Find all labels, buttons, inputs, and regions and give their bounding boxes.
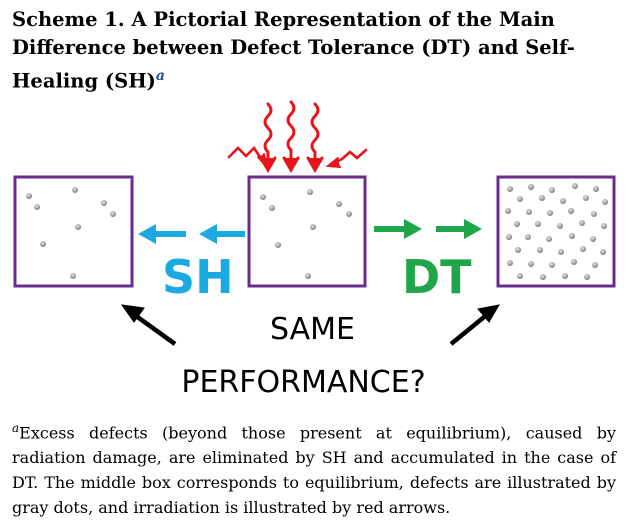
footnote-text: Excess defects (beyond those present at …	[12, 423, 616, 518]
irradiation-zigzag-arrow-left	[227, 145, 264, 162]
irradiation-wavy-arrow-3	[310, 102, 320, 162]
title-footnote-marker: a	[155, 68, 165, 84]
irradiation-wavy-arrow-1	[263, 102, 273, 162]
sh-box-defects	[26, 187, 116, 279]
sh-label: SH	[162, 250, 234, 304]
irradiation-arrows	[227, 100, 368, 173]
same-performance-arrows	[120, 304, 500, 346]
equilibrium-box-defects	[260, 189, 352, 279]
question-line-2: PERFORMANCE?	[181, 365, 426, 400]
dt-arrows	[374, 219, 482, 239]
sh-arrows	[138, 224, 245, 244]
irradiation-wavy-arrow-2	[286, 100, 296, 162]
equilibrium-box	[247, 175, 367, 288]
footnote-marker: a	[12, 421, 20, 435]
dt-box	[496, 175, 616, 288]
scheme-title: Scheme 1. A Pictorial Representation of …	[12, 6, 612, 96]
scheme-footnote: aExcess defects (beyond those present at…	[12, 416, 616, 520]
scheme-title-text: Scheme 1. A Pictorial Representation of …	[12, 8, 575, 93]
irradiation-zigzag-arrow-right	[332, 148, 368, 165]
dt-box-defects	[505, 183, 608, 280]
question-line-1: SAME	[270, 312, 355, 347]
dt-label: DT	[402, 250, 472, 304]
sh-box	[13, 175, 134, 288]
